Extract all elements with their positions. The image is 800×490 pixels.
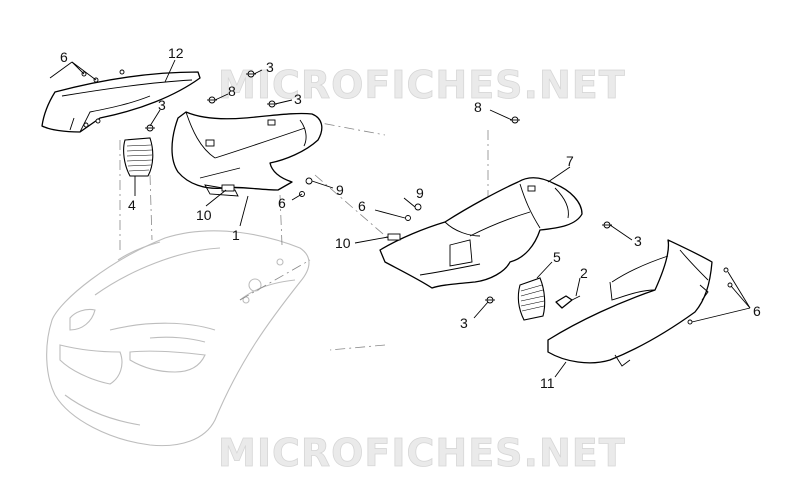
label-1: 1 xyxy=(232,227,240,243)
label-10-a: 10 xyxy=(196,207,212,223)
label-6-far-right: 6 xyxy=(753,303,761,319)
ghost-front-fairing xyxy=(46,230,310,447)
label-8-a: 8 xyxy=(228,83,236,99)
label-7: 7 xyxy=(566,153,574,169)
label-3-a: 3 xyxy=(266,59,274,75)
label-3-b: 3 xyxy=(158,97,166,113)
label-9-a: 9 xyxy=(336,182,344,198)
leader-lines xyxy=(49,59,751,378)
part-7-air-duct xyxy=(379,177,583,289)
label-4: 4 xyxy=(128,197,136,213)
label-10-b: 10 xyxy=(335,235,351,251)
label-6-right: 6 xyxy=(358,198,366,214)
label-12: 12 xyxy=(168,45,184,61)
label-3-e: 3 xyxy=(460,315,468,331)
part-11-lower-panel xyxy=(547,239,713,367)
part-2-clip xyxy=(555,295,581,309)
label-3-c: 3 xyxy=(294,91,302,107)
watermark-top: MICROFICHES.NET xyxy=(218,63,626,107)
part-number-labels: 6 12 3 8 3 3 4 9 6 10 1 8 7 9 6 10 3 5 2… xyxy=(60,45,761,391)
alignment-lines xyxy=(119,119,489,351)
label-3-d: 3 xyxy=(634,233,642,249)
label-2: 2 xyxy=(580,265,588,281)
label-11: 11 xyxy=(540,375,555,391)
label-5: 5 xyxy=(553,249,561,265)
part-4-grille xyxy=(123,137,154,177)
part-1-air-duct xyxy=(171,111,323,197)
label-6-top-left: 6 xyxy=(60,49,68,65)
label-9-b: 9 xyxy=(416,185,424,201)
part-5-grille xyxy=(517,277,546,321)
label-8-b: 8 xyxy=(474,99,482,115)
hardware xyxy=(81,69,733,325)
label-6-mid: 6 xyxy=(278,195,286,211)
part-12-upper-panel xyxy=(41,71,201,133)
watermark-bottom: MICROFICHES.NET xyxy=(218,431,626,475)
